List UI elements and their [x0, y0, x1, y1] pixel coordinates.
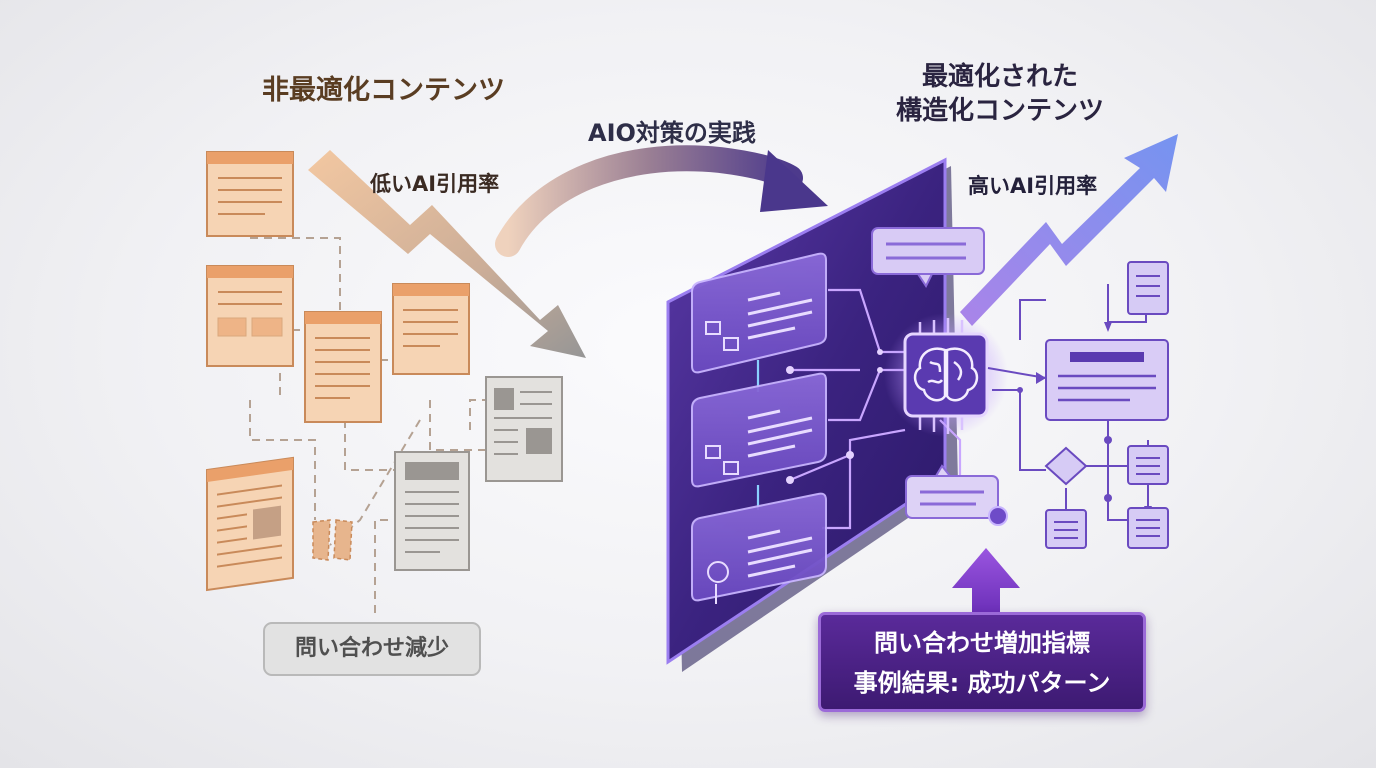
- result-up-arrow: [952, 548, 1020, 614]
- chat-bubble-top: [871, 227, 985, 288]
- doc-peach-tilted: [206, 456, 294, 592]
- low-ai-citation-label: 低いAI引用率: [370, 172, 500, 196]
- doc-peach-1: [206, 151, 294, 237]
- high-ai-citation-label: 高いAI引用率: [968, 174, 1098, 198]
- panel-card-2: [691, 372, 827, 488]
- decline-arrow: [308, 150, 586, 358]
- flow-main-box: [1045, 339, 1169, 421]
- aio-practice-label: AIO対策の実践: [588, 119, 756, 147]
- ai-brain-chip: [884, 313, 1008, 437]
- unoptimized-content-title: 非最適化コンテンツ: [262, 75, 505, 106]
- flow-doc-bottom-left: [1045, 509, 1087, 549]
- doc-peach-2: [206, 265, 294, 367]
- flow-decision-diamond: [1044, 446, 1088, 486]
- result-box: 問い合わせ増加指標 事例結果: 成功パターン: [818, 612, 1146, 712]
- flow-doc-mid: [1127, 445, 1169, 485]
- inquiry-decrease-badge: 問い合わせ減少: [263, 622, 481, 676]
- optimized-content-title: 最適化された 構造化コンテンツ: [840, 60, 1160, 128]
- flow-doc-top: [1127, 261, 1169, 315]
- panel-card-1: [691, 252, 827, 374]
- doc-gray-1: [485, 376, 563, 482]
- doc-peach-4: [392, 283, 470, 375]
- broken-fragment-icon: [312, 519, 353, 561]
- panel-card-3: [691, 492, 827, 604]
- growth-arrow: [960, 134, 1178, 326]
- flowchart: [987, 284, 1149, 521]
- circuit-nodes: [786, 349, 883, 484]
- transition-arrow: [495, 145, 828, 257]
- result-line-1: 問い合わせ増加指標: [874, 629, 1090, 657]
- brain-icon: [913, 347, 979, 402]
- flow-doc-bottom-right: [1127, 507, 1169, 549]
- optimized-title-line1: 最適化された: [921, 62, 1078, 92]
- doc-peach-3: [304, 311, 382, 423]
- optimized-title-line2: 構造化コンテンツ: [895, 96, 1104, 126]
- doc-gray-2: [394, 451, 470, 571]
- chat-bubble-bottom: [905, 464, 1008, 526]
- result-line-2: 事例結果: 成功パターン: [853, 669, 1111, 697]
